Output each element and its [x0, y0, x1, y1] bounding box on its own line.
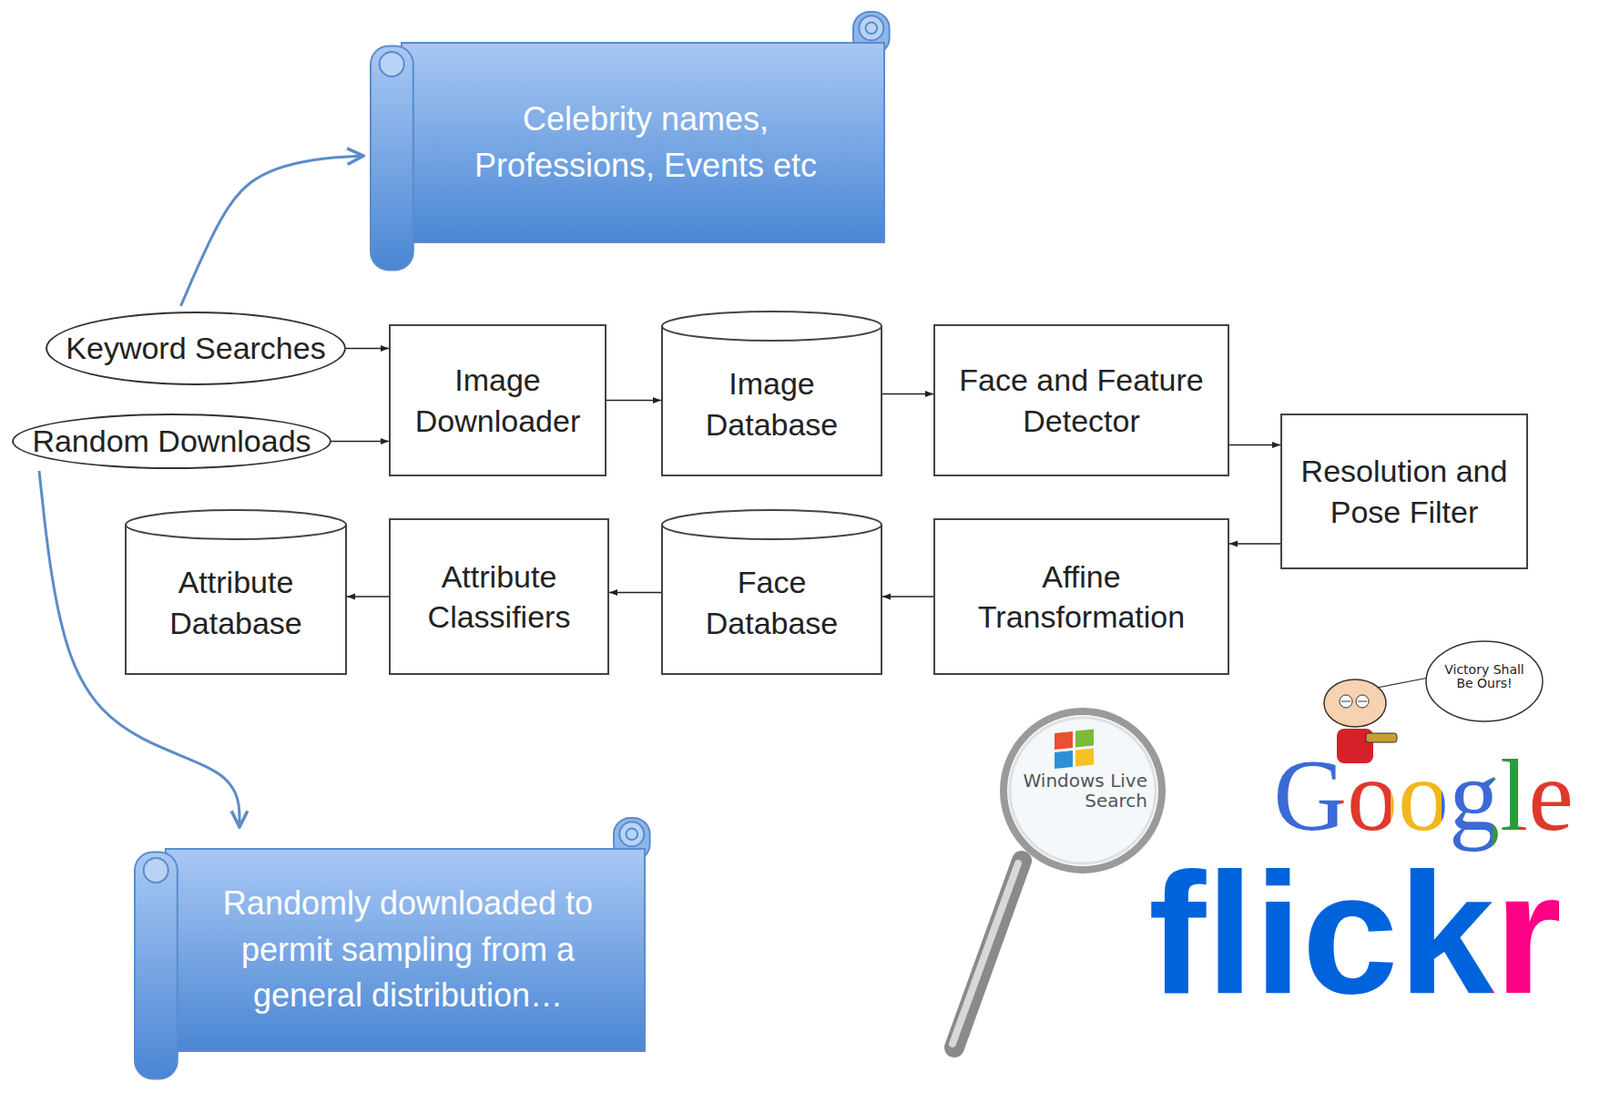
- process-box: Face and Feature Detector: [933, 324, 1230, 477]
- flow-arrow: [609, 591, 662, 594]
- node-text: Attribute Classifiers: [401, 556, 597, 637]
- database-cylinder: Attribute Database: [124, 509, 347, 675]
- logo-text: Google: [1273, 739, 1574, 852]
- flow-arrow: [606, 399, 662, 402]
- note-scroll: Randomly downloaded to permit sampling f…: [132, 815, 663, 1084]
- callout-arrow: [181, 155, 365, 306]
- process-box: Image Downloader: [388, 324, 607, 477]
- process-box: Resolution and Pose Filter: [1280, 413, 1529, 570]
- magnifier-icon: [952, 711, 1162, 1048]
- source-oval: Random Downloads: [11, 413, 332, 469]
- process-box: Attribute Classifiers: [388, 518, 610, 675]
- node-text: Face Database: [670, 561, 874, 643]
- logo-text: Windows Live Search: [1010, 770, 1148, 811]
- flow-arrow: [346, 595, 389, 598]
- note-scroll: Celebrity names, Professions, Events etc: [368, 10, 903, 276]
- node-text: Resolution and Pose Filter: [1293, 450, 1516, 531]
- node-text: Image Downloader: [401, 359, 594, 440]
- database-cylinder: Face Database: [661, 509, 883, 675]
- node-text: Random Downloads: [31, 422, 311, 460]
- node-text: Face and Feature Detector: [946, 359, 1217, 440]
- node-text: Celebrity names, Professions, Events etc: [449, 96, 842, 189]
- flow-arrow: [331, 440, 389, 443]
- flow-arrow: [1229, 542, 1281, 545]
- flow-arrow: [882, 393, 934, 396]
- process-box: Affine Transformation: [933, 518, 1230, 675]
- speech-bubble-text: Victory Shall Be Ours!: [1440, 662, 1529, 692]
- node-text: Affine Transformation: [946, 556, 1217, 637]
- scroll-shape: [368, 10, 903, 276]
- node-text: Image Database: [670, 363, 874, 444]
- node-text: Randomly downloaded to permit sampling f…: [212, 880, 604, 1019]
- flow-arrow: [882, 595, 934, 598]
- flow-arrow: [346, 347, 389, 350]
- node-text: Attribute Database: [133, 561, 338, 643]
- flow-arrow: [1229, 444, 1281, 447]
- logo-text: flickr: [1148, 837, 1562, 1029]
- source-oval: Keyword Searches: [45, 311, 347, 386]
- node-text: Keyword Searches: [65, 329, 326, 367]
- database-cylinder: Image Database: [661, 311, 883, 477]
